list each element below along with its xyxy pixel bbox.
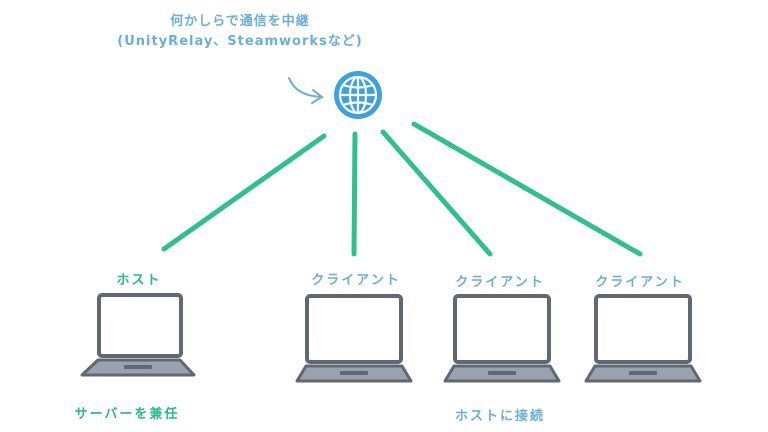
host-role-note: サーバーを兼任 <box>74 407 180 422</box>
client-laptop-icon-1 <box>295 294 413 383</box>
client-label-3: クライアント <box>595 275 685 290</box>
host-laptop-icon <box>80 293 196 377</box>
globe-icon <box>334 71 382 119</box>
connection-host <box>161 133 327 252</box>
client-label-1: クライアント <box>311 273 401 288</box>
connection-lines <box>161 121 643 257</box>
client-laptop-icon-2 <box>443 294 561 383</box>
connection-client-3 <box>411 121 643 257</box>
connection-client-2 <box>380 129 493 257</box>
client-label-2: クライアント <box>455 275 545 290</box>
relay-arrow <box>288 77 324 104</box>
relay-note: 何かしらで通信を中継 (UnityRelay、Steamworksなど) <box>80 12 400 52</box>
client-role-note: ホストに接続 <box>454 409 545 424</box>
relay-note-line1: 何かしらで通信を中継 <box>170 14 310 29</box>
connection-client-1 <box>351 131 358 257</box>
host-label: ホスト <box>116 273 162 288</box>
relay-note-line2: (UnityRelay、Steamworksなど) <box>117 34 363 49</box>
client-laptop-icon-3 <box>584 294 702 383</box>
